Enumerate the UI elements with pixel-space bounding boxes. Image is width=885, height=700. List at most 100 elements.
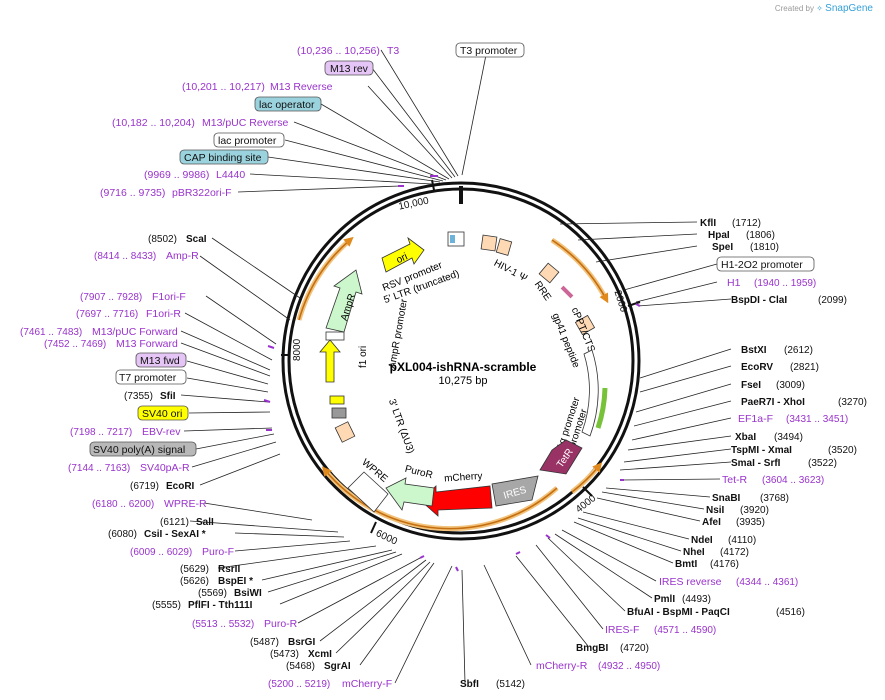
feature-rsv-ltr: RSV promoter 5' LTR (truncated) HIV-1 Ψ: [381, 231, 529, 306]
svg-text:M13 fwd: M13 fwd: [140, 355, 180, 367]
kfli-label: KflI: [700, 218, 716, 229]
rsrii-coord: (5629): [180, 564, 209, 575]
xcmi-coord: (5473): [270, 649, 299, 660]
badge-t7-promoter: T7 promoter: [115, 369, 187, 385]
xbai-coord: (3494): [774, 432, 803, 443]
feature-label-f1ori: f1 ori: [358, 346, 369, 368]
feature-ampr: AmpR: [325, 269, 363, 333]
bfuai-coord: (4516): [776, 607, 805, 618]
svg-text:SV40 poly(A) signal: SV40 poly(A) signal: [93, 444, 185, 456]
sgrai-coord: (5468): [286, 661, 315, 672]
badge-sv40-ori: SV40 ori: [137, 405, 189, 421]
badge-t3-promoter: T3 promoter: [455, 42, 525, 58]
svg-text:H1-2O2 promoter: H1-2O2 promoter: [721, 259, 803, 271]
l4440-coord: (9969 .. 9986): [144, 169, 209, 181]
ecori-label: EcoRI: [166, 481, 195, 492]
feature-label-mcherry: mCherry: [444, 471, 483, 485]
iresrev-label: IRES reverse: [659, 576, 722, 588]
fsei-label: FseI: [741, 380, 761, 391]
badge-cap-site: CAP binding site: [179, 149, 269, 165]
nhei-coord: (4172): [720, 547, 749, 558]
m13puc-rev-coord: (10,182 .. 10,204): [112, 117, 195, 129]
hpai-label: HpaI: [708, 230, 730, 241]
sfii-label: SfiI: [160, 391, 176, 402]
nhei-label: NheI: [683, 547, 705, 558]
hpai-coord: (1806): [746, 230, 775, 241]
m13f-label: M13 Forward: [116, 338, 178, 350]
iresf-label: IRES-F: [605, 624, 639, 636]
ndei-coord: (4110): [728, 535, 756, 546]
feature-puror: [385, 477, 435, 511]
feature-label-ori: ori: [395, 251, 410, 266]
rsrii-label: RsrII: [218, 564, 240, 575]
bmgbi-coord: (4720): [620, 643, 649, 654]
m13f-coord: (7452 .. 7469): [44, 339, 106, 350]
bsrgi-coord: (5487): [250, 637, 279, 648]
svg-text:CAP binding site: CAP binding site: [184, 152, 262, 164]
feature-rre: RRE: [532, 262, 574, 303]
feature-tetr: TetR: [539, 439, 583, 475]
svg-text:T7 promoter: T7 promoter: [119, 372, 177, 384]
feature-label-amprprom: AmpR promoter: [387, 298, 410, 370]
bfuai-label: BfuAI - BspMI - PaqCI: [627, 607, 730, 618]
plasmid-name: pXL004-ishRNA-scramble: [390, 360, 537, 374]
tick-label-6000: 6000: [374, 528, 399, 548]
t3-coord: (10,236 .. 10,256): [297, 45, 380, 57]
orange-arc-1: [551, 239, 609, 304]
backbone: [281, 181, 641, 541]
sali-coord: (6121): [160, 517, 189, 528]
orange-arc-2: [321, 466, 558, 530]
xcmi-label: XcmI: [308, 649, 332, 660]
sv40par-label: SV40pA-R: [140, 462, 190, 474]
leader-lines: [180, 49, 732, 684]
ndei-label: NdeI: [691, 535, 713, 546]
ef1af-coord: (3431 .. 3451): [786, 414, 848, 425]
nsii-coord: (3920): [740, 505, 769, 516]
ecori-coord: (6719): [130, 481, 159, 492]
f1orif-coord: (7907 .. 7928): [80, 292, 142, 303]
pflfi-coord: (5555): [152, 600, 181, 611]
h1-label: H1: [727, 277, 741, 289]
nsii-label: NsiI: [706, 505, 725, 516]
tick-label-8000: 8000: [292, 338, 303, 361]
tspmi-coord: (3520): [828, 445, 857, 456]
afei-coord: (3935): [736, 517, 765, 528]
pbr-label: pBR322ori-F: [172, 187, 232, 199]
afei-label: AfeI: [702, 517, 721, 528]
paer7i-coord: (3270): [838, 397, 867, 408]
pmli-coord: (4493): [682, 594, 711, 605]
sv40par-coord: (7144 .. 7163): [68, 463, 130, 474]
svg-text:T3 promoter: T3 promoter: [460, 45, 518, 57]
bsiwi-coord: (5569): [198, 588, 227, 599]
bstxi-label: BstXI: [741, 345, 767, 356]
badge-sv40-polya: SV40 poly(A) signal: [89, 441, 197, 457]
feature-label-ltr3: 3' LTR (ΔU3): [386, 398, 416, 456]
bspei-label: BspEI *: [218, 576, 253, 587]
badge-m13fwd: M13 fwd: [135, 352, 187, 368]
puror-label: Puro-R: [264, 618, 298, 630]
ebv-label: EBV-rev: [142, 426, 181, 438]
csii-label: CsiI - SexAI *: [144, 529, 206, 540]
bspdi-label: BspDI - ClaI: [731, 295, 787, 306]
ebv-coord: (7198 .. 7217): [70, 427, 132, 438]
f1orir-coord: (7697 .. 7716): [76, 309, 138, 320]
feature-ltr3: 3' LTR (ΔU3): [329, 395, 416, 456]
bspdi-coord: (2099): [818, 295, 847, 306]
bspei-coord: (5626): [180, 576, 209, 587]
m13puc-rev-label: M13/pUC Reverse: [202, 117, 289, 129]
f1orir-label: F1ori-R: [146, 308, 181, 320]
iresf-coord: (4571 .. 4590): [654, 625, 716, 636]
ef1af-label: EF1a-F: [738, 413, 773, 425]
bsrgi-label: BsrGI: [288, 637, 315, 648]
ampr-primer-label: Amp-R: [166, 250, 199, 262]
sbfi-label: SbfI: [460, 679, 479, 690]
ecorv-coord: (2821): [790, 362, 819, 373]
sbfi-coord: (5142): [496, 679, 525, 690]
sfii-coord: (7355): [124, 391, 153, 402]
smai-label: SmaI - SrfI: [731, 458, 781, 469]
m13reverse-coord: (10,201 .. 10,217): [182, 81, 265, 93]
snapgene-brand-text: SnapGene: [825, 3, 873, 14]
pmli-label: PmlI: [654, 594, 675, 605]
snabi-coord: (3768): [760, 493, 789, 504]
